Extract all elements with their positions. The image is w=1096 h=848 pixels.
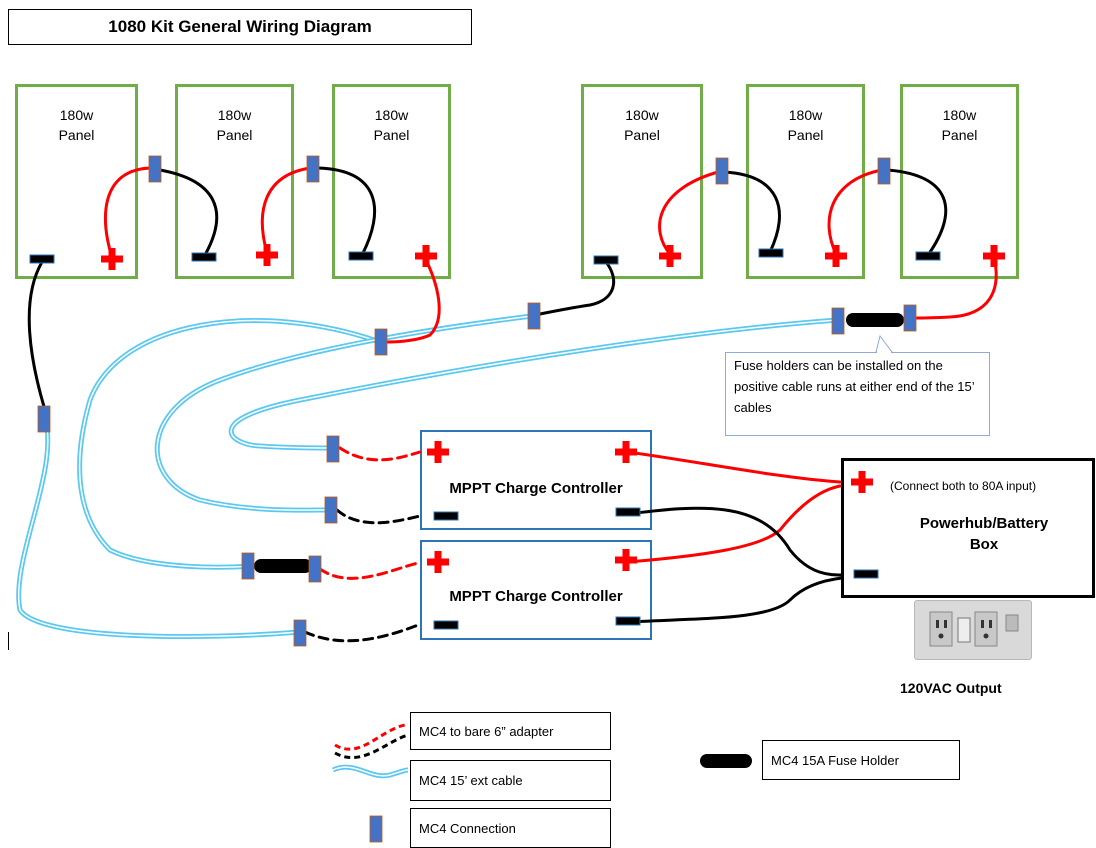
plus-terminal: [427, 441, 449, 463]
mc4-connector: [293, 619, 307, 647]
panel-label: Panel: [624, 127, 660, 143]
minus-terminal: [593, 255, 619, 265]
legend-connection-label: MC4 Connection: [410, 808, 611, 848]
mc4-connector: [715, 157, 729, 185]
mc4-connector: [324, 496, 338, 524]
plus-terminal: [983, 245, 1005, 267]
plus-terminal: [256, 244, 278, 266]
controller-label: MPPT Charge Controller: [449, 588, 623, 605]
mc4-connector: [308, 555, 322, 583]
minus-terminal: [615, 616, 641, 626]
legend-adapter-label: MC4 to bare 6” adapter: [410, 712, 611, 750]
powerhub-title-line2: Box: [969, 536, 999, 553]
plus-terminal: [427, 551, 449, 573]
ext-cable-panel6: [228, 317, 841, 451]
controller-terminals: [427, 441, 641, 630]
mc4-connector: [527, 302, 541, 330]
panel-leads: [27, 260, 998, 412]
fuse-callout: Fuse holders can be installed on the pos…: [725, 352, 990, 436]
panel-watt: 180w: [625, 107, 659, 123]
mc4-connector: [148, 155, 162, 183]
ext-cable-panel4: [154, 313, 535, 513]
fuse-holder-bottom: [254, 559, 312, 573]
adapter-leads: [303, 446, 422, 643]
mc4-connector: [903, 304, 917, 332]
mc4-connector: [241, 552, 255, 580]
legend-symbols: [331, 723, 752, 843]
plus-terminal: [851, 471, 873, 493]
mc4-connector: [306, 155, 320, 183]
mc4-connector: [374, 328, 388, 356]
plus-terminal: [659, 245, 681, 267]
minus-terminal: [915, 251, 941, 261]
output-label: 120VAC Output: [900, 680, 1002, 696]
minus-terminal: [615, 507, 641, 517]
mc4-connector: [831, 307, 845, 335]
panel-label: Panel: [58, 127, 95, 143]
output-wires: [626, 450, 844, 624]
panel-watt: 180w: [374, 107, 409, 123]
mc4-connector: [326, 435, 340, 463]
minus-terminal: [348, 251, 374, 261]
diagram-title: 1080 Kit General Wiring Diagram: [8, 9, 472, 45]
minus-terminal: [433, 511, 459, 521]
panel-terminals: [29, 244, 1005, 270]
panel-label: Panel: [941, 127, 978, 143]
minus-terminal: [853, 569, 879, 579]
panel-label: Panel: [787, 127, 824, 143]
legend-fuse-holder-symbol: [700, 754, 752, 768]
panel-watt: 180w: [59, 107, 94, 123]
powerhub-note: (Connect both to 80A input): [890, 479, 1037, 493]
mc4-connector: [877, 157, 891, 185]
outlet-detail: [929, 611, 1019, 647]
powerhub-terminals: [851, 471, 879, 579]
ext-cable-panel1: [16, 415, 303, 640]
fuse-holders: [254, 313, 904, 573]
plus-terminal: [615, 441, 637, 463]
minus-terminal: [433, 620, 459, 630]
plus-terminal: [825, 245, 847, 267]
extension-cables: [16, 313, 841, 640]
panel-watt: 180w: [942, 107, 977, 123]
panel-watt: 180w: [788, 107, 823, 123]
panel-jumpers: [103, 166, 948, 259]
mc4-connectors: [37, 155, 917, 647]
plus-terminal: [415, 245, 437, 267]
plus-terminal: [101, 248, 123, 270]
legend-ext-cable-label: MC4 15’ ext cable: [410, 760, 611, 801]
minus-terminal: [758, 248, 784, 258]
legend-ext-cable-symbol: [331, 764, 409, 779]
text-cursor: [8, 632, 9, 650]
legend-adapter-symbol: [334, 723, 409, 760]
charge-controller-1: MPPT Charge Controller: [420, 430, 652, 530]
minus-terminal: [29, 254, 55, 264]
powerhub-title-line1: Powerhub/Battery: [919, 515, 1049, 532]
plus-terminal: [615, 549, 637, 571]
fuse-holder-top: [846, 313, 904, 327]
legend-connection-symbol: [369, 815, 383, 843]
panel-label: Panel: [373, 127, 410, 143]
callout-pointer: [875, 334, 893, 353]
panel-label: Panel: [216, 127, 253, 143]
legend-fuse-holder-label: MC4 15A Fuse Holder: [762, 740, 960, 780]
mc4-connector: [37, 405, 51, 433]
panel-watt: 180w: [217, 107, 252, 123]
ext-cable-panel3: [77, 318, 383, 570]
charge-controller-2: MPPT Charge Controller: [420, 540, 652, 640]
powerhub-battery-box: (Connect both to 80A input) Powerhub/Bat…: [841, 458, 1095, 598]
minus-terminal: [191, 252, 217, 262]
controller-label: MPPT Charge Controller: [449, 480, 623, 497]
